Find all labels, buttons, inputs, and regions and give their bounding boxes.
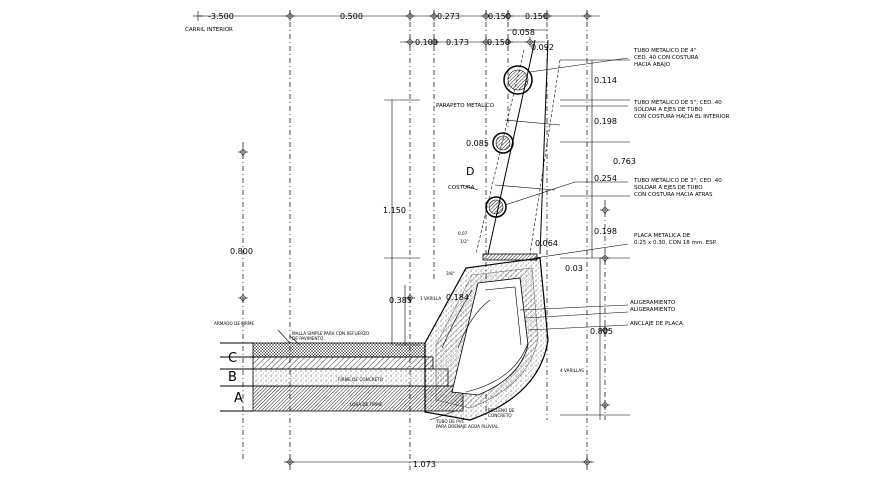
dim-top-0173: 0.173: [446, 38, 469, 47]
note-relleno-line1: RELLENO DE: [488, 408, 515, 413]
note-malla-line2: DE PAVIMENTO: [292, 336, 324, 341]
note-tubo-pvc-line2: PARA DRENAJE AGUA PLUVIAL: [436, 424, 499, 429]
dim-0085: 0.085: [466, 139, 489, 148]
note-placa-line2: 0.25 x 0.30, CON 18 mm. ESP.: [634, 240, 717, 246]
dim-left-1150: 1.150: [383, 206, 406, 215]
axis-label-a: A: [234, 391, 243, 406]
note-tubo4-line2: CED. 40 CON COSTURA: [634, 55, 698, 61]
annotation-1: 1/2": [460, 239, 469, 244]
dim-right-0805: 0.805: [590, 327, 613, 336]
dim-right-0254: 0.254: [594, 174, 617, 183]
label-aligeramiento-1: ALIGERAMIENTO: [630, 300, 676, 306]
annotation-2: 3/8": [446, 271, 455, 276]
dim-top-0150-b: 0.150: [525, 12, 548, 21]
leader-lines: [277, 57, 629, 421]
label-anclaje-placa: ANCLAJE DE PLACA: [630, 321, 683, 327]
dim-left-0385: 0.385: [389, 296, 412, 305]
barrier-body: [424, 257, 549, 421]
label-parapeto: PARAPETO METALICO: [436, 103, 495, 109]
note-tubo5-line3: CON COSTURA HACIA EL INTERIOR: [634, 114, 730, 120]
note-firme: FIRME DE CONCRETO: [338, 377, 384, 382]
note-tubo5-line2: SOLDAR A EJES DE TUBO: [634, 107, 703, 113]
annotation-3: 0.07: [458, 231, 468, 236]
dim-right-0114: 0.114: [594, 76, 617, 85]
dim-right-0763: 0.763: [613, 157, 636, 166]
note-tubo5-line1: TUBO METALICO DE 5"; CED. 40: [633, 100, 722, 106]
dim-bottom-1073: 1.073: [413, 460, 436, 469]
label-carril-interior: CARRIL INTERIOR: [185, 27, 233, 33]
dim-right-0064: 0.064: [535, 239, 558, 248]
note-placa-line1: PLACA METALICA DE: [634, 233, 691, 239]
note-tubo4-line3: HACIA ABAJO: [634, 62, 671, 68]
dim-top-0100: 0.100: [415, 38, 438, 47]
label-varilla-right: 4 VARILLAS: [560, 368, 584, 373]
note-losa: LOSA DE FIRME: [350, 402, 383, 407]
left-dimension-lines: [384, 99, 420, 346]
label-costura: COSTURA: [448, 185, 475, 191]
note-tubo3-line3: CON COSTURA HACIA ATRAS: [634, 192, 713, 198]
tube-3in: [485, 196, 507, 218]
dim-right-003: 0.03: [565, 264, 583, 273]
dim-top-0092: 0.092: [531, 43, 554, 52]
label-aligeramiento-2: ALIGERAMIENTO: [630, 307, 676, 313]
note-malla-line1: MALLA SIMPLE PARA CON REFUERZO: [292, 331, 370, 336]
note-tubo3-line1: TUBO METALICO DE 3"; CED. 40: [633, 178, 722, 184]
dim-top-0500: 0.500: [340, 12, 363, 21]
axis-label-b: B: [228, 370, 237, 385]
dim-top-0058: 0.058: [512, 28, 535, 37]
dim-right-0198-a: 0.198: [594, 117, 617, 126]
dim-top-0150-a: 0.150: [488, 12, 511, 21]
dim-left-0800: 0.800: [230, 247, 253, 256]
label-armado-firme: ARMADO DE FIRME: [214, 321, 254, 326]
dim-top-0150-c: 0.150: [487, 38, 510, 47]
dim-right-0198-b: 0.198: [594, 227, 617, 236]
note-tubo-pvc-line1: TUBO DE PVC: [435, 419, 465, 424]
dim-top-neg-3500: -3.500: [208, 12, 234, 21]
axis-label-c: C: [228, 351, 237, 366]
label-varilla-left: 1 VARILLA: [420, 296, 441, 301]
note-tubo3-line2: SOLDAR A EJES DE TUBO: [634, 185, 703, 191]
base-plate: [482, 253, 538, 261]
marker-d: D: [466, 165, 474, 178]
right-dimension-lines: [560, 59, 630, 420]
tube-5in: [492, 132, 514, 154]
top-dimension-lines: [198, 15, 600, 43]
dim-top-0273: 0.273: [437, 12, 460, 21]
note-tubo4-line1: TUBO METALICO DE 4": [633, 48, 696, 54]
note-relleno-line2: CONCRETO: [488, 413, 512, 418]
tube-4in: [503, 65, 533, 95]
